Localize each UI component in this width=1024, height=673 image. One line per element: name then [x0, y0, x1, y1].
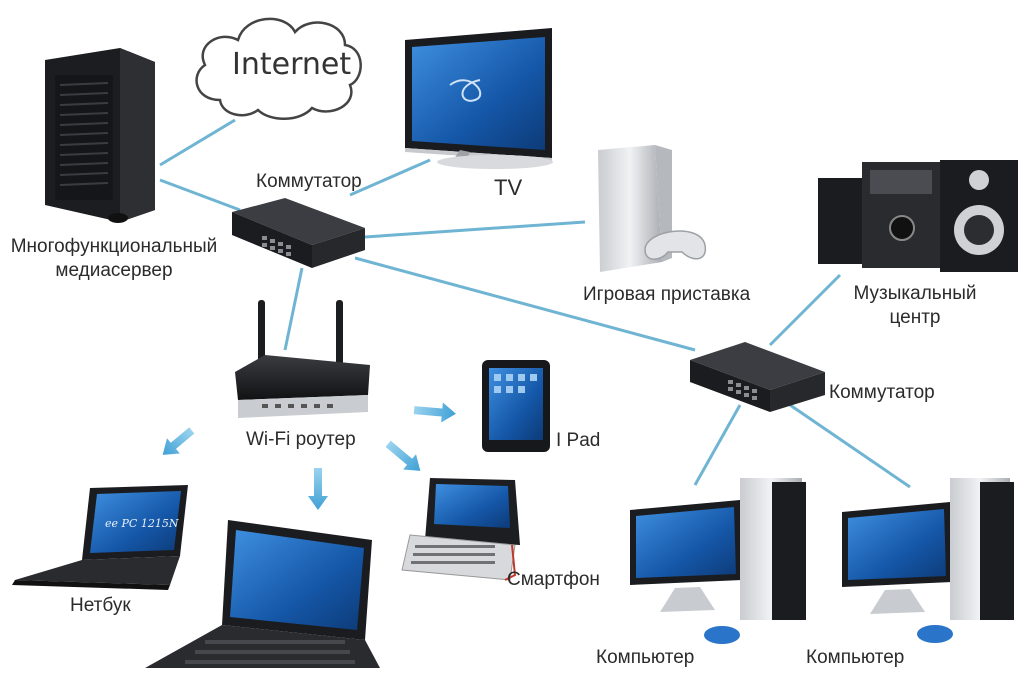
computer-right-label: Компьютер: [806, 647, 905, 668]
netbook-label: Нетбук: [70, 595, 131, 616]
server-tower-icon: [45, 48, 155, 223]
computer-left-icon: [630, 478, 806, 644]
link-switch2-pc-right: [789, 403, 911, 489]
game-console-icon: [598, 145, 707, 272]
computer-right-icon: [842, 478, 1014, 643]
link-switch-router: [283, 267, 304, 351]
laptop-icon: [145, 520, 380, 668]
netbook-icon: ee PC 1215N: [12, 485, 188, 590]
link-internet-server: [159, 118, 236, 167]
server-label-line2: медиасервер: [55, 260, 173, 281]
server-label-line1: Многофункциональный: [10, 236, 218, 257]
music-label-line2: центр: [889, 307, 941, 328]
link-server-switch: [159, 178, 241, 212]
switch-top-label: Коммутатор: [256, 171, 362, 192]
netbook-brand-label: ee PC 1215N: [105, 517, 179, 530]
smartphone-label: Смартфон: [507, 569, 600, 590]
ipad-icon: [482, 360, 550, 452]
switch-top-icon: [232, 198, 365, 268]
music-label-line1: Музыкальный: [853, 283, 977, 304]
wifi-router-icon: [235, 300, 370, 418]
ipad-label: I Pad: [556, 430, 601, 451]
switch-right-icon: [690, 342, 825, 412]
music-center-icon: [818, 160, 1018, 272]
link-switch2-music: [768, 273, 842, 347]
connection-lines: [159, 118, 911, 489]
switch-right-label: Коммутатор: [829, 382, 935, 403]
link-switch-console: [364, 220, 586, 239]
tv-label: TV: [494, 175, 523, 200]
smartphone-icon: [401, 478, 520, 581]
router-label: Wi-Fi роутер: [246, 429, 356, 450]
wifi-signal-arrows: [162, 402, 456, 510]
internet-label: Internet: [232, 47, 351, 82]
tv-icon: [405, 28, 553, 169]
wifi-arrow-ipad: [413, 402, 456, 423]
link-switch-switch: [354, 256, 696, 352]
wifi-arrow-smartphone: [385, 440, 421, 471]
console-label: Игровая приставка: [583, 284, 751, 305]
link-switch2-pc-left: [693, 404, 742, 486]
wifi-arrow-laptop: [308, 468, 328, 510]
cloud-icon: Internet: [195, 17, 362, 120]
wifi-arrow-netbook: [162, 427, 195, 455]
link-switch-tv: [349, 158, 431, 197]
computer-left-label: Компьютер: [596, 647, 695, 668]
